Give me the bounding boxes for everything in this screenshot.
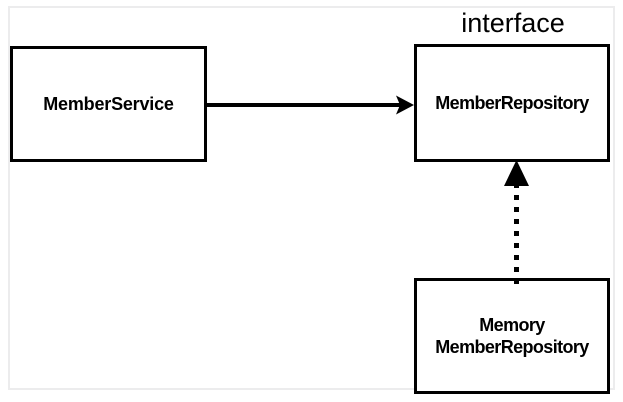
class-label-member-service: MemberService (43, 94, 174, 114)
class-box-memory-member-repository[interactable]: Memory MemberRepository (414, 278, 610, 394)
class-label-member-repository: MemberRepository (435, 93, 589, 113)
interface-stereotype-label: interface (461, 8, 565, 38)
class-box-member-service[interactable]: MemberService (10, 46, 207, 162)
class-box-member-repository[interactable]: MemberRepository (414, 44, 610, 162)
class-label-memory-member-repository: Memory MemberRepository (435, 315, 589, 357)
